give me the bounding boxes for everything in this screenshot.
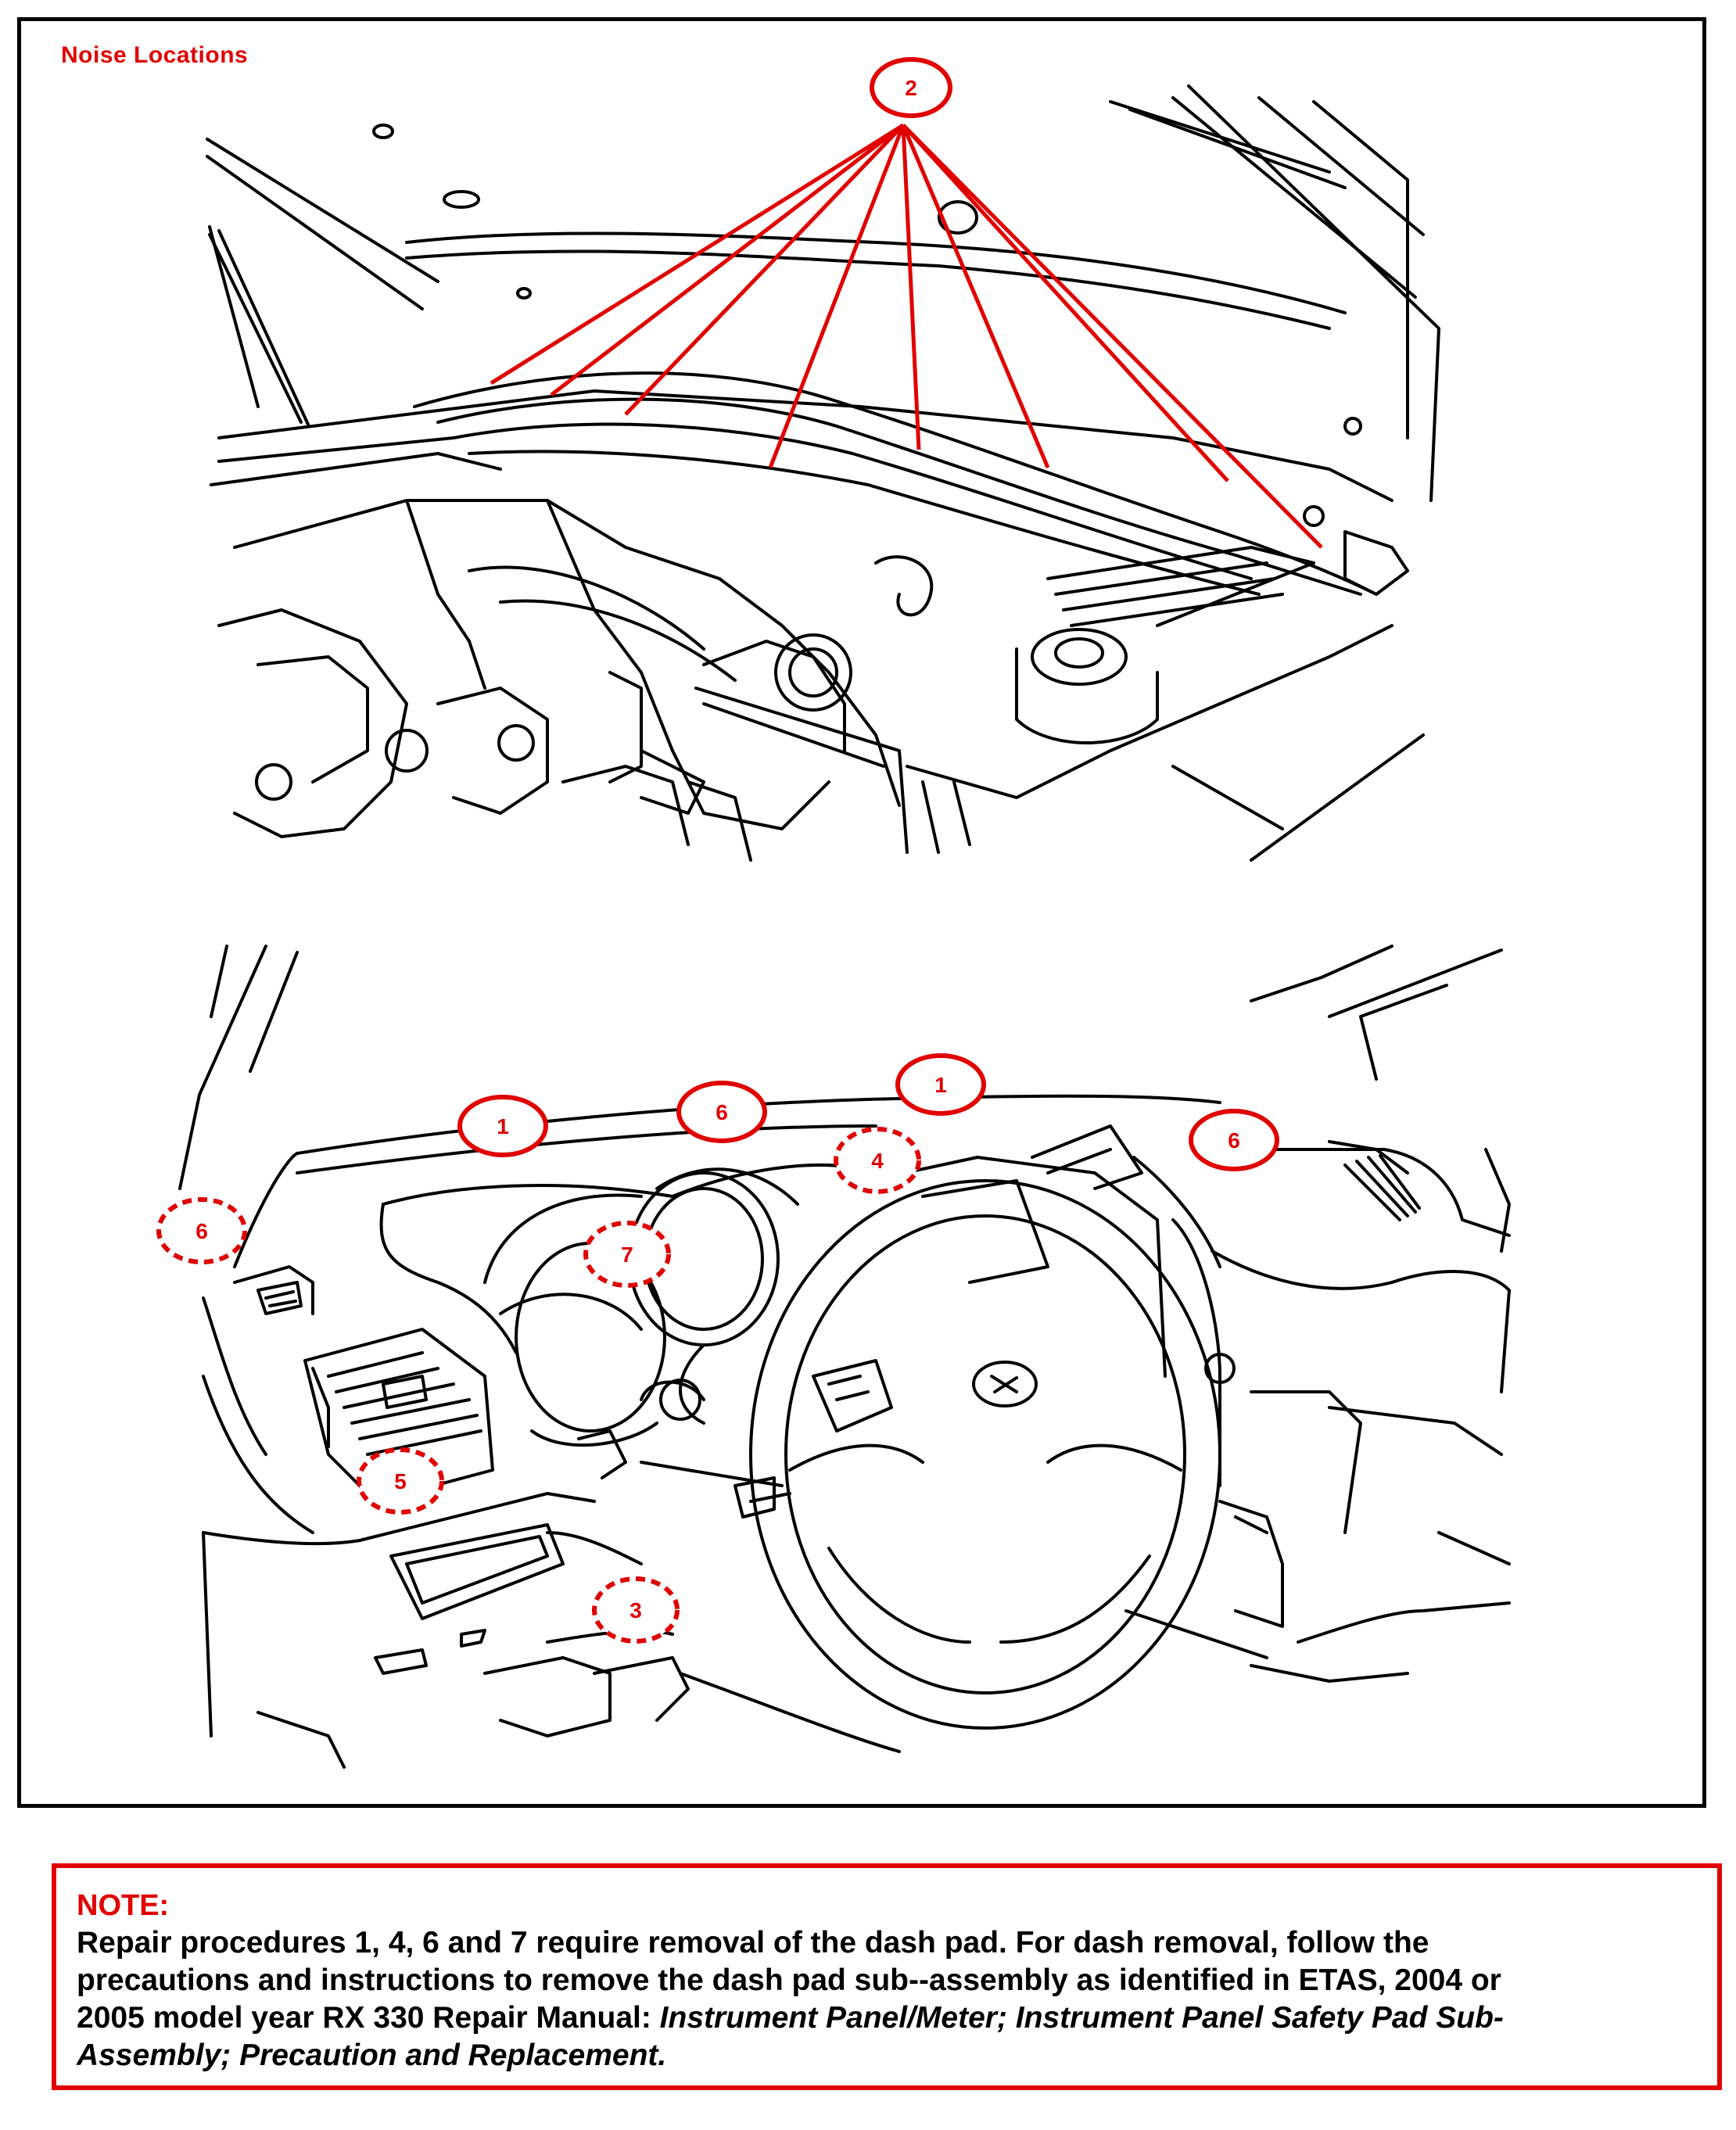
note-line-4-italic: Assembly; Precaution and Replacement.: [77, 2039, 667, 2072]
callout-6-dashed: 6: [156, 1197, 247, 1264]
callout-6-center: 6: [676, 1081, 767, 1143]
callout-2-leader-lines: [490, 123, 1323, 549]
note-box: NOTE: Repair procedures 1, 4, 6 and 7 re…: [52, 1863, 1722, 2090]
note-line-3-plain: 2005 model year RX 330 Repair Manual:: [77, 2001, 660, 2035]
svg-text:3: 3: [629, 1598, 642, 1623]
note-line-4: Assembly; Precaution and Replacement.: [77, 2037, 1702, 2074]
figure-title: Noise Locations: [61, 42, 249, 68]
callout-1-left: 1: [457, 1095, 548, 1157]
svg-text:4: 4: [871, 1149, 884, 1173]
note-line-3-italic: Instrument Panel/Meter; Instrument Panel…: [659, 2001, 1504, 2035]
svg-text:6: 6: [195, 1219, 208, 1243]
callout-5-dashed: 5: [357, 1447, 444, 1515]
svg-text:6: 6: [1228, 1128, 1240, 1153]
svg-text:6: 6: [716, 1100, 728, 1124]
note-heading: NOTE:: [77, 1889, 170, 1922]
svg-text:1: 1: [934, 1073, 947, 1097]
callout-6-right: 6: [1189, 1109, 1279, 1171]
engine-bay-drawing: [206, 84, 1440, 862]
callout-4-dashed: 4: [834, 1127, 921, 1194]
note-line-3: 2005 model year RX 330 Repair Manual: In…: [77, 1999, 1702, 2037]
svg-text:1: 1: [497, 1114, 509, 1139]
note-line-2: precautions and instructions to remove t…: [77, 1963, 1501, 1997]
callout-7-dashed: 7: [583, 1221, 671, 1288]
callout-3-dashed: 3: [592, 1576, 680, 1644]
callout-1-right: 1: [895, 1053, 986, 1116]
note-line-1: Repair procedures 1, 4, 6 and 7 require …: [77, 1926, 1429, 1960]
dashboard-drawing: [178, 945, 1511, 1769]
callout-circle: [870, 57, 952, 118]
callout-label: 2: [905, 76, 917, 100]
callout-2: 2: [870, 57, 952, 118]
svg-text:5: 5: [394, 1469, 407, 1494]
svg-text:7: 7: [621, 1242, 633, 1267]
